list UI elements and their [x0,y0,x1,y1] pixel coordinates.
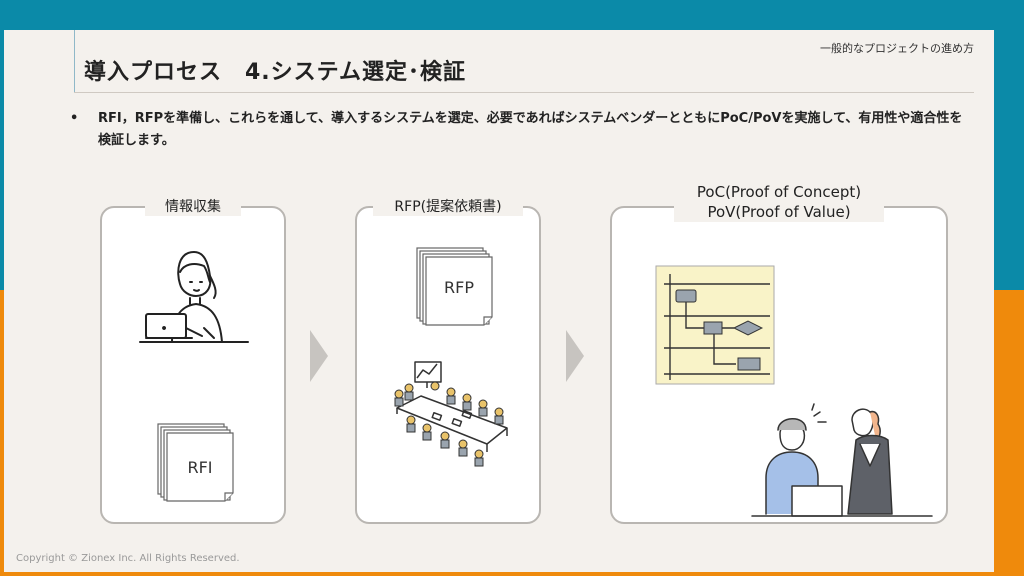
accent-line [74,30,75,92]
woman-laptop-icon [139,251,249,343]
consultation-people-icon [751,403,933,517]
bullet-point: • RFI，RFPを準備し、これらを通して、導入するシステムを選定、必要であれば… [70,108,970,152]
rfi-label: RFI [187,458,213,477]
panel-label-poc: PoC(Proof of Concept) [696,183,862,201]
bullet-marker: • [70,111,79,126]
section-label: 一般的なプロジェクトの進め方 [820,42,974,55]
meeting-room-icon [394,361,508,467]
copyright-text: Copyright © Zionex Inc. All Rights Reser… [16,553,240,564]
panel-rfp: RFP(提案依頼書) RFP [355,196,541,524]
slide: 一般的なプロジェクトの進め方 導入プロセス 4.システム選定･検証 • RFI，… [4,30,994,572]
rfp-documents-icon: RFP [413,246,493,326]
page-title: 導入プロセス 4.システム選定･検証 [84,60,467,85]
title-divider [74,92,974,93]
flowchart-icon [655,265,775,385]
chevron-right-icon [566,330,584,382]
chevron-right-icon [310,330,328,382]
panel-poc-pov: PoC(Proof of Concept) PoV(Proof of Value… [610,182,948,524]
rfp-label: RFP [444,278,474,297]
panel-information-gathering: 情報収集 [100,196,286,524]
panel-label-information-gathering: 情報収集 [145,196,241,216]
panel-label-pov: PoV(Proof of Value) [707,203,851,221]
panel-label-poc-pov: PoC(Proof of Concept) PoV(Proof of Value… [674,182,884,222]
panel-label-rfp: RFP(提案依頼書) [373,196,523,216]
rfi-documents-icon: RFI [154,422,234,502]
bullet-text: RFI，RFPを準備し、これらを通して、導入するシステムを選定、必要であればシス… [98,111,963,148]
